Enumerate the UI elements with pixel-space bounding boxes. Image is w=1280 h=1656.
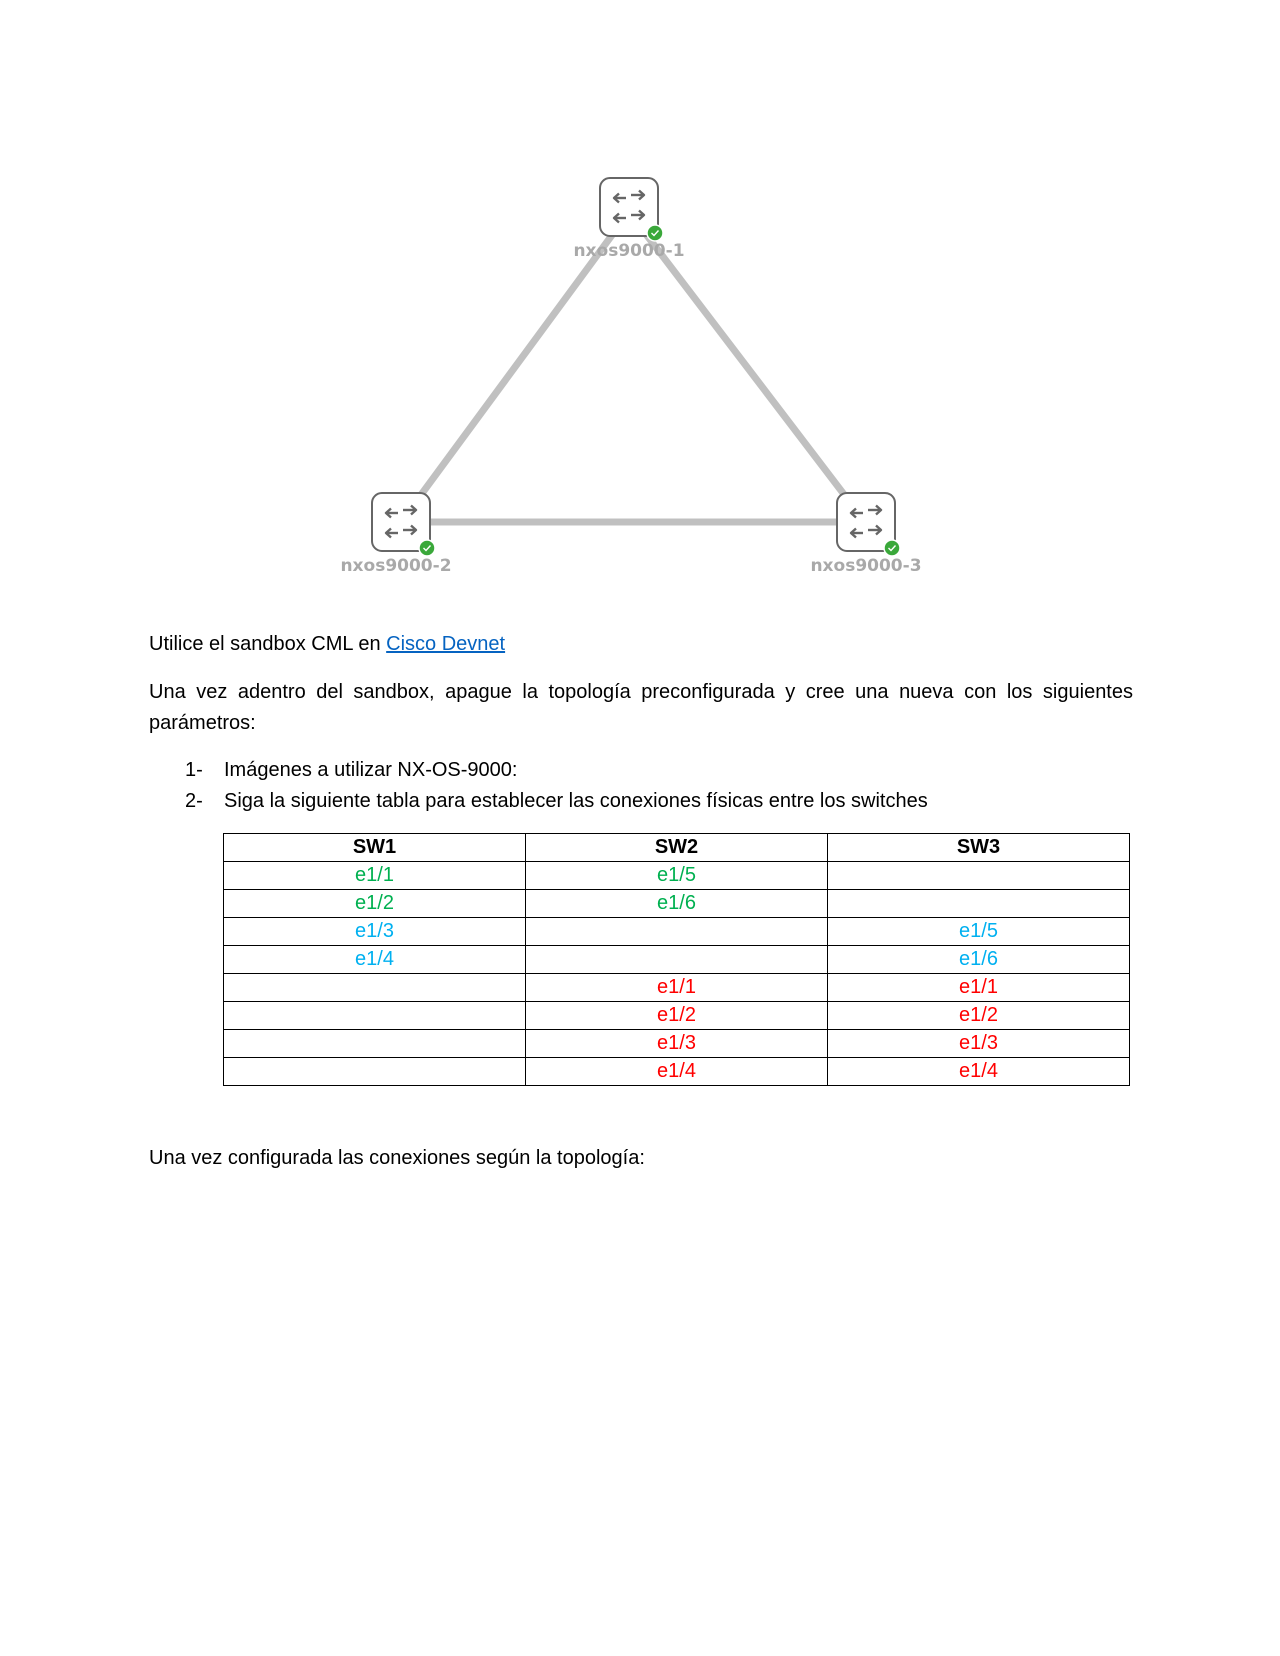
table-row: e1/4 e1/4: [223, 1057, 1130, 1086]
list-item: 1- Imágenes a utilizar NX-OS-9000:: [149, 755, 1133, 786]
intro-paragraph: Utilice el sandbox CML en Cisco Devnet: [149, 629, 1133, 660]
closing-paragraph: Una vez configurada las conexiones según…: [149, 1147, 645, 1169]
table-row: e1/3 e1/5: [223, 917, 1130, 946]
table-row: e1/1 e1/5: [223, 861, 1130, 890]
table-cell: [223, 1057, 526, 1086]
step-number: 2-: [185, 790, 203, 812]
table-cell: e1/3: [827, 1029, 1130, 1058]
table-cell: [827, 861, 1130, 890]
node-nxos9000-1[interactable]: [598, 176, 664, 242]
table-cell: e1/2: [223, 889, 526, 918]
topology-canvas: nxos9000-1 nxos9000-2 nxos9000-3: [340, 176, 922, 576]
column-header-sw1: SW1: [223, 833, 526, 862]
step-text: Siga la siguiente tabla para establecer …: [224, 790, 928, 812]
table-row: e1/1 e1/1: [223, 973, 1130, 1002]
intro-text: Utilice el sandbox CML en: [149, 633, 387, 655]
table-cell: e1/2: [525, 1001, 828, 1030]
step-number: 1-: [185, 759, 203, 781]
table-cell: [223, 1001, 526, 1030]
node-label: nxos9000-3: [810, 556, 921, 576]
table-row: e1/4 e1/6: [223, 945, 1130, 974]
table-cell: e1/5: [827, 917, 1130, 946]
table-cell: e1/4: [827, 1057, 1130, 1086]
list-item: 2- Siga la siguiente tabla para establec…: [149, 786, 1133, 817]
table-cell: [525, 945, 828, 974]
table-cell: e1/4: [525, 1057, 828, 1086]
table-cell: e1/3: [525, 1029, 828, 1058]
table-row: e1/3 e1/3: [223, 1029, 1130, 1058]
table-cell: e1/1: [827, 973, 1130, 1002]
table-cell: e1/5: [525, 861, 828, 890]
table-row: e1/2 e1/2: [223, 1001, 1130, 1030]
status-ok-icon: [646, 224, 664, 242]
table-cell: [525, 917, 828, 946]
step-text: Imágenes a utilizar NX-OS-9000:: [224, 759, 518, 781]
table-header-row: SW1 SW2 SW3: [223, 833, 1130, 862]
column-header-sw3: SW3: [827, 833, 1130, 862]
table-cell: e1/1: [525, 973, 828, 1002]
table-cell: e1/1: [223, 861, 526, 890]
node-nxos9000-3[interactable]: [835, 491, 901, 557]
instructions-paragraph: Una vez adentro del sandbox, apague la t…: [149, 681, 1133, 734]
link-sw1-sw3: [625, 208, 869, 526]
table-cell: e1/4: [223, 945, 526, 974]
table-cell: e1/6: [525, 889, 828, 918]
node-label: nxos9000-2: [340, 556, 451, 576]
node-label: nxos9000-1: [573, 241, 684, 261]
cisco-devnet-link[interactable]: Cisco Devnet: [386, 633, 506, 655]
topology-diagram: nxos9000-1 nxos9000-2 nxos9000-3: [300, 165, 940, 585]
node-nxos9000-2[interactable]: [370, 491, 436, 557]
table-row: e1/2 e1/6: [223, 889, 1130, 918]
connections-table: SW1 SW2 SW3 e1/1 e1/5 e1/2 e1/6 e1/3 e1/…: [223, 833, 1130, 1086]
status-ok-icon: [883, 539, 901, 557]
link-sw1-sw2: [397, 208, 633, 526]
table-cell: e1/6: [827, 945, 1130, 974]
table-cell: [827, 889, 1130, 918]
table-cell: e1/3: [223, 917, 526, 946]
table-cell: [223, 973, 526, 1002]
steps-list: 1- Imágenes a utilizar NX-OS-9000: 2- Si…: [149, 755, 1133, 817]
status-ok-icon: [418, 539, 436, 557]
table-cell: e1/2: [827, 1001, 1130, 1030]
column-header-sw2: SW2: [525, 833, 828, 862]
table-cell: [223, 1029, 526, 1058]
